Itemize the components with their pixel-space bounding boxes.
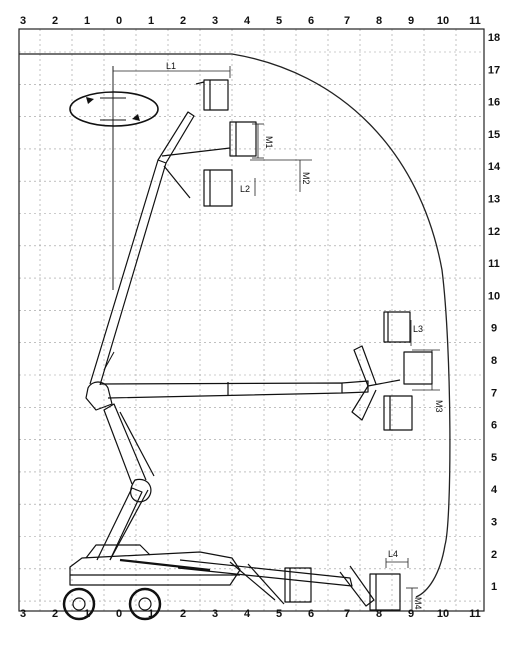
axis-tick-label: 0 xyxy=(116,15,122,27)
axis-tick-label: 11 xyxy=(488,258,500,270)
grid xyxy=(19,29,484,611)
axis-tick-label: 15 xyxy=(488,129,500,141)
axis-tick-label: 17 xyxy=(488,64,500,76)
dimension-m2 xyxy=(250,159,312,192)
axis-tick-label: 8 xyxy=(376,608,382,620)
axis-tick-label: 5 xyxy=(491,452,497,464)
axis-tick-label: 7 xyxy=(491,387,497,399)
jib-horizontal xyxy=(351,345,401,421)
axis-tick-label: 6 xyxy=(491,420,497,432)
platform-icon xyxy=(383,395,413,431)
axis-tick-label: 8 xyxy=(491,355,497,367)
dimension-m1 xyxy=(252,123,264,159)
axis-tick-label: 7 xyxy=(344,608,350,620)
axis-tick-label: 9 xyxy=(408,608,414,620)
jib-top xyxy=(157,111,231,199)
axis-tick-label: 2 xyxy=(180,15,186,27)
axis-tick-label: 18 xyxy=(488,32,500,44)
label-m3: M3 xyxy=(434,400,444,413)
axis-tick-label: 1 xyxy=(491,581,497,593)
platform-icon xyxy=(383,311,411,343)
platform-icon xyxy=(203,169,233,207)
axis-tick-label: 10 xyxy=(488,290,500,302)
aerial-lift-drawing xyxy=(62,79,433,621)
label-l2: L2 xyxy=(240,184,250,194)
dimension-m4 xyxy=(406,587,418,611)
label-m1: M1 xyxy=(264,136,274,149)
dimension-l1 xyxy=(113,66,231,78)
platform-icon xyxy=(369,573,401,611)
axis-tick-label: 1 xyxy=(148,608,154,620)
axis-tick-label: 9 xyxy=(491,323,497,335)
axis-tick-label: 0 xyxy=(116,608,122,620)
label-m2: M2 xyxy=(301,172,311,185)
axis-tick-label: 6 xyxy=(308,15,314,27)
axis-tick-label: 3 xyxy=(212,608,218,620)
axis-tick-label: 16 xyxy=(488,97,500,109)
axis-tick-label: 12 xyxy=(488,226,500,238)
axis-tick-label: 5 xyxy=(276,15,282,27)
axis-tick-label: 14 xyxy=(488,161,501,173)
axis-tick-label: 2 xyxy=(491,549,497,561)
axis-tick-label: 8 xyxy=(376,15,382,27)
axis-tick-label: 4 xyxy=(244,15,251,27)
axis-tick-label: 1 xyxy=(148,15,154,27)
upper-boom-raised xyxy=(89,159,167,386)
lower-boom xyxy=(96,403,155,561)
platform-icon xyxy=(195,79,229,111)
axis-tick-label: 10 xyxy=(437,15,449,27)
axis-tick-label: 1 xyxy=(84,15,90,27)
low-boom xyxy=(177,559,375,607)
axis-tick-label: 11 xyxy=(469,15,481,27)
platform-icon xyxy=(403,351,433,385)
axis-tick-label: 3 xyxy=(20,15,26,27)
label-m4: M4 xyxy=(413,597,423,610)
axis-tick-label: 1 xyxy=(84,608,90,620)
axis-tick-label: 7 xyxy=(344,15,350,27)
label-l1: L1 xyxy=(166,61,176,71)
axis-tick-label: 5 xyxy=(276,608,282,620)
axis-tick-label: 9 xyxy=(408,15,414,27)
axis-tick-label: 11 xyxy=(469,608,481,620)
wheel-icon xyxy=(62,587,162,621)
platform-icon xyxy=(284,567,312,603)
axis-tick-label: 2 xyxy=(52,608,58,620)
axis-tick-label: 13 xyxy=(488,194,500,206)
axis-tick-label: 10 xyxy=(437,608,449,620)
axis-tick-label: 3 xyxy=(20,608,26,620)
dimension-l4 xyxy=(385,558,409,568)
chassis xyxy=(69,544,241,586)
rotation-arrow-icon xyxy=(69,91,159,127)
axis-tick-label: 2 xyxy=(180,608,186,620)
axis-tick-label: 6 xyxy=(308,608,314,620)
elbow-joint xyxy=(85,381,113,411)
label-l4: L4 xyxy=(388,549,398,559)
axis-tick-label: 2 xyxy=(52,15,58,27)
right-axis-labels: 18 17 16 15 14 13 12 11 10 9 8 7 6 5 4 3 2 1 xyxy=(488,32,501,593)
axis-tick-label: 3 xyxy=(212,15,218,27)
working-envelope xyxy=(19,53,451,598)
label-l3: L3 xyxy=(413,324,423,334)
axis-tick-label: 3 xyxy=(491,517,497,529)
axis-tick-label: 4 xyxy=(491,484,498,496)
axis-tick-label: 4 xyxy=(244,608,251,620)
platform-icon xyxy=(229,121,257,157)
